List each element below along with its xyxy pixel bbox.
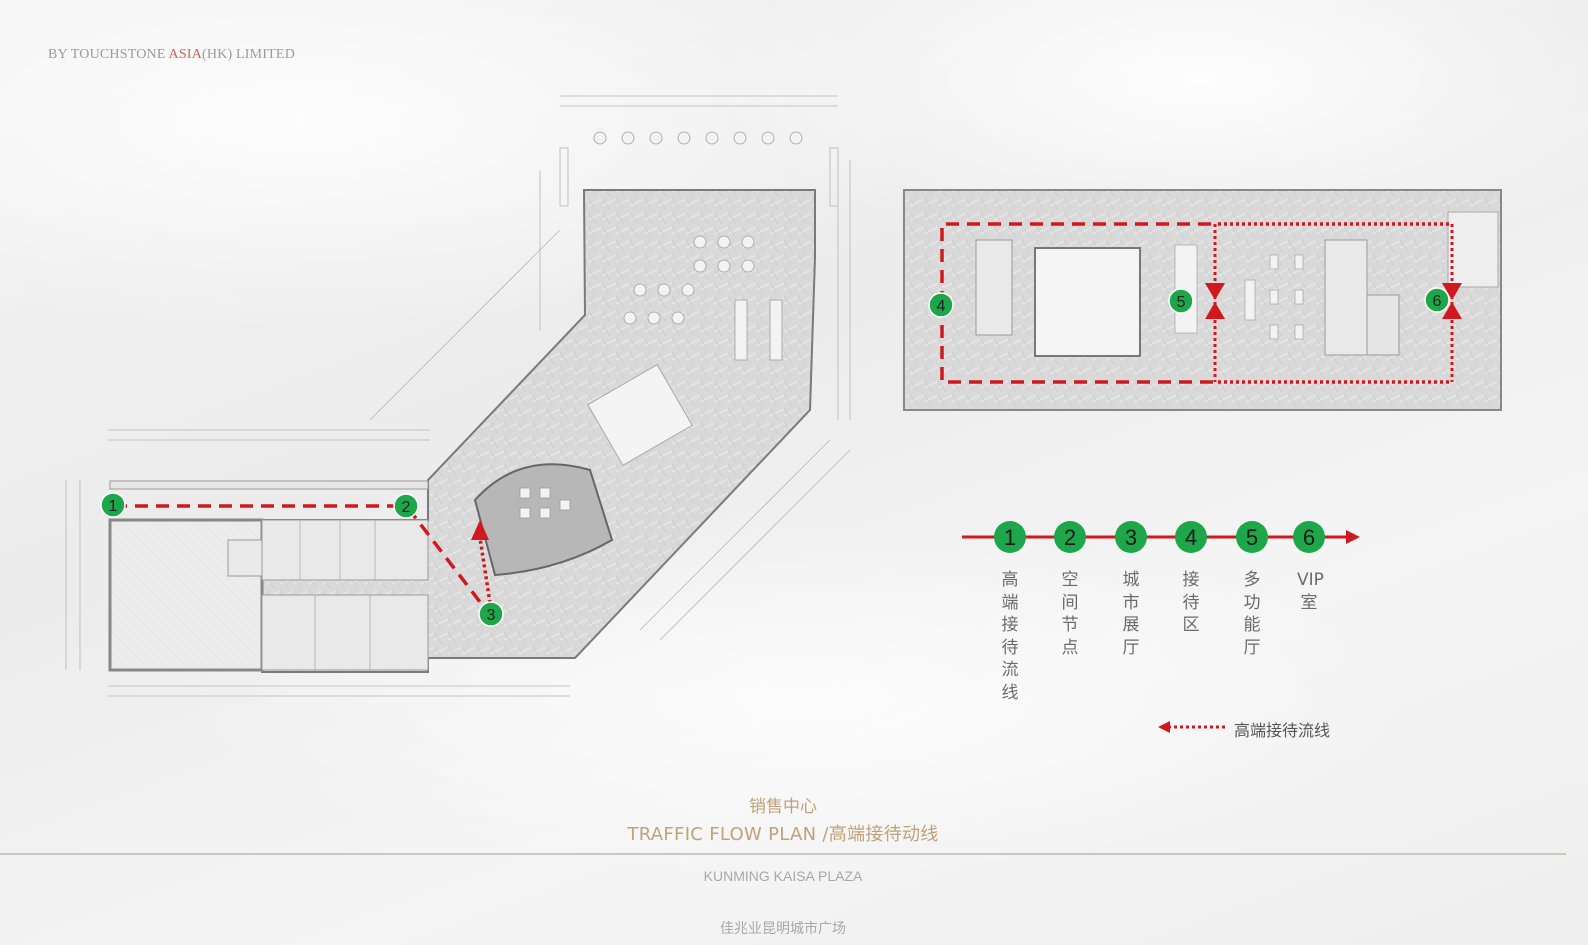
page-title-cn: 销售中心 [749, 797, 817, 817]
legend-sequence: 1 2 3 4 5 6 [962, 521, 1360, 733]
project-name-en: KUNMING KAISA PLAZA [703, 868, 863, 884]
footer-divider [0, 853, 1566, 855]
legend-label-6: VIP室 [1297, 570, 1324, 613]
marker-1-label: 1 [109, 498, 118, 515]
marker-2-label: 2 [402, 499, 411, 516]
step-marker-2: 2 [393, 493, 419, 519]
upper-floor-plan [903, 189, 1502, 411]
legend-step-3-num: 3 [1125, 525, 1137, 550]
step-marker-1: 1 [100, 492, 126, 518]
reception-route [114, 222, 1462, 617]
step-marker-5: 5 [1168, 288, 1194, 314]
legend-step-2-num: 2 [1064, 525, 1076, 550]
legend-route-note: 高端接待流线 [1234, 721, 1331, 740]
company-prefix: BY TOUCHSTONE [48, 47, 169, 62]
legend-step-1-num: 1 [1004, 525, 1016, 550]
legend-step-4-num: 4 [1185, 525, 1197, 550]
step-marker-4: 4 [928, 292, 954, 318]
company-credit: BY TOUCHSTONE ASIA(HK) LIMITED [48, 47, 295, 63]
legend-step-6: 6 [1293, 521, 1325, 553]
legend-label-4: 接待区 [1182, 570, 1200, 635]
legend-step-2: 2 [1054, 521, 1086, 553]
marker-3-label: 3 [487, 607, 496, 624]
legend-step-1: 1 [994, 521, 1026, 553]
marker-5-label: 5 [1177, 294, 1186, 311]
legend-label-3: 城市展厅 [1122, 570, 1140, 658]
page-title-en: TRAFFIC FLOW PLAN /高端接待动线 [627, 824, 939, 845]
legend-step-5: 5 [1236, 521, 1268, 553]
legend-step-3: 3 [1115, 521, 1147, 553]
legend-label-2: 空间节点 [1061, 570, 1079, 658]
company-accent: ASIA [168, 47, 203, 62]
company-suffix: (HK) LIMITED [202, 47, 295, 62]
marker-6-label: 6 [1433, 293, 1442, 310]
legend-label-5: 多功能厅 [1243, 570, 1261, 658]
step-marker-3: 3 [478, 601, 504, 627]
legend-step-5-num: 5 [1246, 525, 1258, 550]
legend-step-6-num: 6 [1303, 525, 1315, 550]
legend-step-4: 4 [1175, 521, 1207, 553]
step-marker-6: 6 [1424, 287, 1450, 313]
main-floor-plan [65, 95, 851, 697]
legend-label-1: 高端接待流线 [1001, 570, 1019, 703]
marker-4-label: 4 [937, 298, 946, 315]
project-name-cn: 佳兆业昆明城市广场 [720, 921, 846, 937]
